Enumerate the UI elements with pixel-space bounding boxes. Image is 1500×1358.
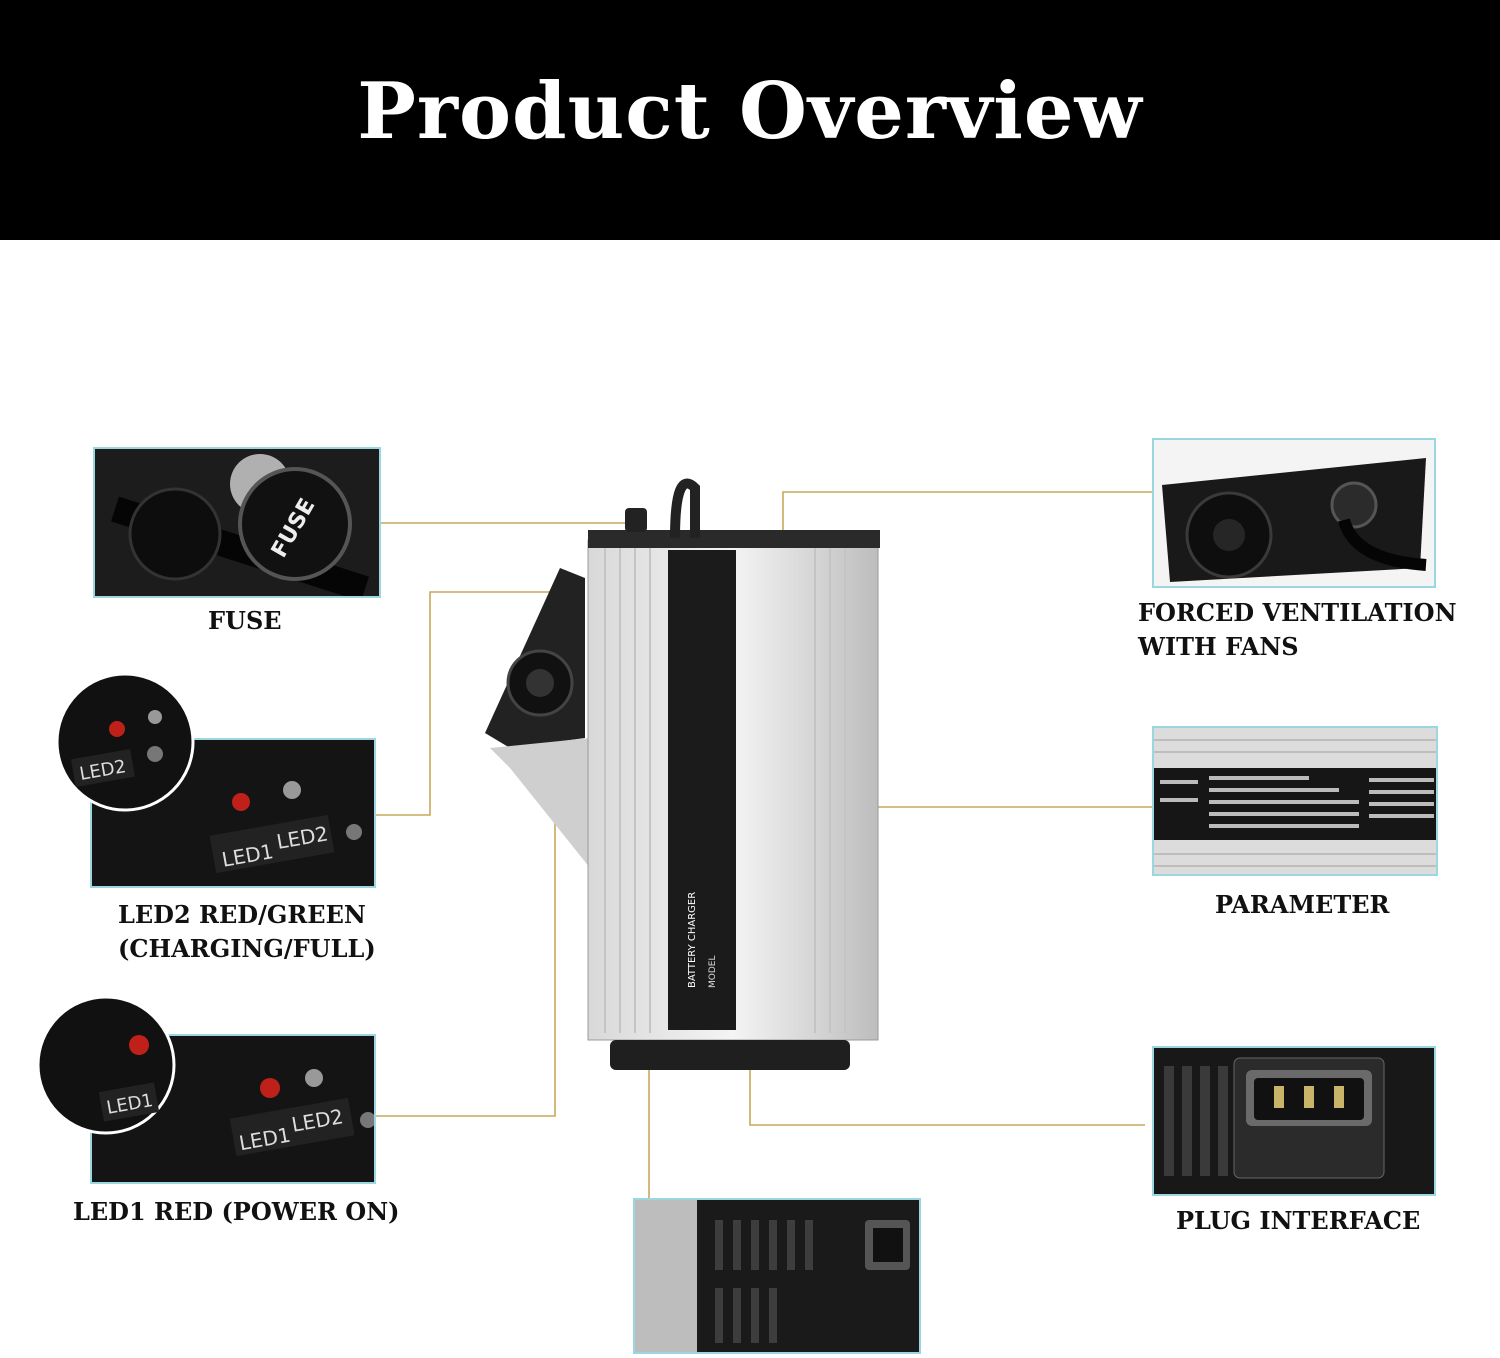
spec-label xyxy=(668,550,736,1030)
led1-zoom-bubble: LED1 xyxy=(36,995,176,1135)
parameter-thumbnail xyxy=(1152,726,1438,876)
fuse-thumbnail: FUSE xyxy=(93,447,381,598)
led1-label: LED1 RED (POWER ON) xyxy=(73,1197,400,1226)
led2-zoom-bubble: LED2 xyxy=(55,672,195,812)
fan-label-line1: FORCED VENTILATION xyxy=(1138,598,1457,627)
page-title: Product Overview xyxy=(357,66,1143,157)
parameter-label: PARAMETER xyxy=(1215,890,1390,919)
led1-thumbnail: LED1 LED2 xyxy=(90,1034,376,1184)
fuse-label: FUSE xyxy=(208,606,282,635)
plug-thumbnail xyxy=(1152,1046,1436,1196)
plug-photo xyxy=(1154,1048,1434,1194)
plug-label: PLUG INTERFACE xyxy=(1176,1206,1421,1235)
fan-label: FORCED VENTILATION WITH FANS xyxy=(1138,596,1457,664)
bottom-end-photo xyxy=(635,1200,919,1352)
led2-label-line1: LED2 RED/GREEN xyxy=(118,900,366,929)
parameter-photo xyxy=(1154,728,1436,874)
fuse-holder xyxy=(625,508,647,532)
charger-illustration: BATTERY CHARGER MODEL xyxy=(485,478,880,1070)
label-text-2: MODEL xyxy=(708,956,718,988)
fan-thumbnail xyxy=(1152,438,1436,588)
led2-label-line2: (CHARGING/FULL) xyxy=(118,934,376,963)
header-banner: Product Overview xyxy=(0,0,1500,240)
led2-label: LED2 RED/GREEN (CHARGING/FULL) xyxy=(118,898,376,966)
fan-photo xyxy=(1154,440,1434,586)
fuse-photo: FUSE xyxy=(95,449,379,596)
fan-label-line2: WITH FANS xyxy=(1138,632,1299,661)
bottom-end-thumbnail xyxy=(633,1198,921,1354)
label-text-1: BATTERY CHARGER xyxy=(687,892,698,988)
